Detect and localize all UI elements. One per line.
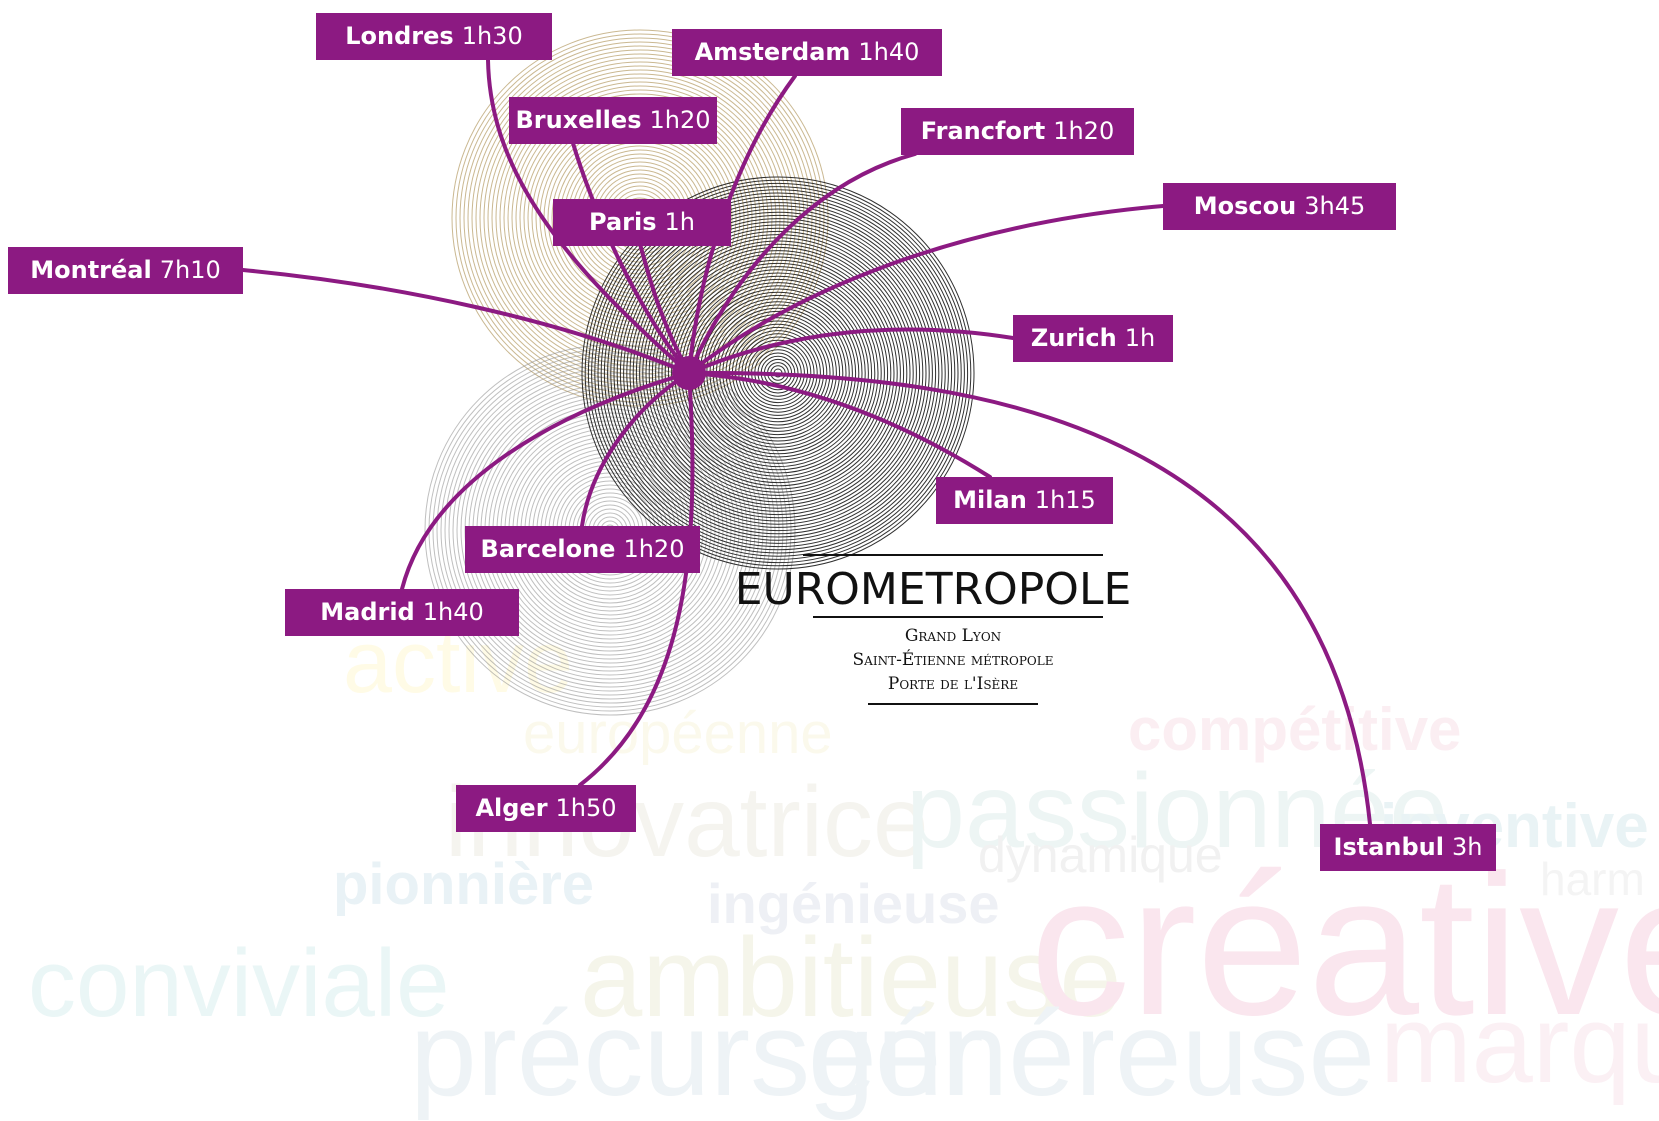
city-name: Alger	[475, 794, 548, 822]
route-bruxelles	[570, 138, 691, 375]
city-name: Zurich	[1030, 324, 1117, 352]
route-madrid	[400, 371, 691, 591]
cloud-word: marqu	[1380, 983, 1659, 1106]
travel-time: 1h20	[649, 106, 711, 134]
route-curves	[241, 58, 1372, 826]
city-name: Paris	[589, 208, 657, 236]
logo-rule-bottom	[868, 703, 1038, 705]
city-name: Amsterdam	[694, 38, 851, 66]
route-montreal	[241, 268, 691, 375]
route-londres	[486, 58, 691, 375]
connections-graphic	[241, 29, 1372, 826]
city-name: Istanbul	[1333, 833, 1444, 861]
travel-time: 1h30	[461, 22, 523, 50]
route-barcelone	[580, 371, 691, 528]
cloud-word: conviviale	[28, 930, 450, 1037]
travel-time: 1h40	[422, 598, 484, 626]
cloud-word: ingénieuse	[707, 872, 1000, 935]
city-name: Milan	[953, 486, 1027, 514]
route-moscou	[687, 204, 1165, 375]
route-milan	[687, 371, 992, 479]
city-name: Moscou	[1193, 192, 1297, 220]
route-istanbul	[687, 370, 1372, 826]
logo-line-porte-isere: Porte de l'Isère	[887, 674, 1019, 694]
travel-time: 1h15	[1034, 486, 1096, 514]
lyon-hub-dot	[672, 356, 706, 390]
route-alger	[578, 371, 695, 787]
cloud-word: créative	[1030, 834, 1659, 1057]
cloud-word: européenne	[523, 701, 833, 766]
travel-time: 1h20	[623, 535, 685, 563]
cloud-word: ambitieuse	[580, 915, 1122, 1040]
cloud-word: généreuse	[808, 987, 1376, 1121]
route-zurich	[687, 327, 1015, 375]
travel-time: 1h20	[1053, 117, 1115, 145]
travel-time: 1h	[664, 208, 695, 236]
cloud-word: pionnière	[333, 852, 595, 917]
logo-brand: EUROMETROPOLE	[734, 564, 1132, 615]
city-name: Bruxelles	[515, 106, 642, 134]
travel-time: 1h40	[858, 38, 920, 66]
city-name: Londres	[345, 22, 454, 50]
city-name: Francfort	[920, 117, 1046, 145]
logo-rule-top	[803, 554, 1103, 556]
travel-time: 3h	[1451, 833, 1483, 861]
cloud-word: harm	[1540, 853, 1645, 905]
city-name: Montréal	[30, 256, 152, 284]
cloud-word: précurseur	[410, 987, 984, 1121]
word-cloud: active européenne compétitive innovatric…	[28, 618, 1659, 1115]
logo-rule-middle	[813, 616, 1103, 618]
city-name: Madrid	[320, 598, 415, 626]
city-name: Barcelone	[480, 535, 616, 563]
cloud-word: dynamique	[978, 827, 1223, 883]
travel-time: 3h45	[1304, 192, 1366, 220]
travel-time: 7h10	[159, 256, 221, 284]
eurometropole-diagram: active européenne compétitive innovatric…	[8, 13, 1659, 1115]
route-francfort	[687, 152, 917, 375]
travel-time: 1h50	[555, 794, 617, 822]
logo-line-saint-etienne: Saint-Étienne métropole	[852, 650, 1054, 670]
cloud-word: compétitive	[1128, 696, 1462, 763]
logo-line-grand-lyon: Grand Lyon	[904, 626, 1002, 646]
route-paris	[638, 242, 691, 375]
travel-time: 1h	[1124, 324, 1156, 352]
